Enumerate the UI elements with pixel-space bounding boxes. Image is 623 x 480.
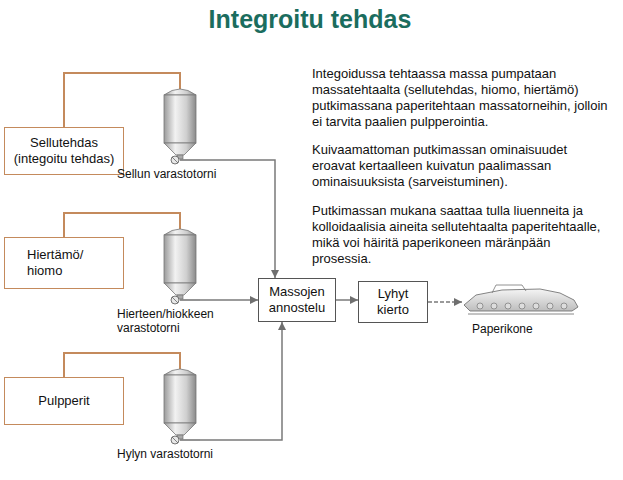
pulp-pipe xyxy=(64,73,180,127)
diagram-title: Integroitu tehdas xyxy=(120,5,500,34)
node-text: Lyhyt kierto xyxy=(363,286,423,317)
flow-arrow xyxy=(200,322,282,440)
node-label: Sellun varastotorni xyxy=(117,167,216,181)
node-label: Paperikone xyxy=(472,322,533,336)
paper-machine: Paperikone xyxy=(462,281,580,317)
node-text: Massojen annostelu xyxy=(263,284,331,315)
storage-tower: Sellun varastotorni xyxy=(160,85,200,165)
tower-illustration xyxy=(160,85,200,165)
node-text: Pulpperit xyxy=(38,393,89,409)
node-text: Sellutehdas (integoitu tehdas) xyxy=(9,135,119,166)
node-text: Hiertämö/ hiomo xyxy=(27,247,101,278)
note-paragraph: Putkimassan mukana saattaa tulla liuenne… xyxy=(312,203,612,266)
pulp-pipe xyxy=(64,353,180,377)
tower-illustration xyxy=(160,225,200,305)
source-box: Hiertämö/ hiomo xyxy=(4,237,124,289)
flow-arrow xyxy=(200,299,258,301)
note-paragraph: Kuivaamattoman putkimassan ominaisuudet … xyxy=(312,142,612,190)
tower-illustration xyxy=(160,365,200,445)
pulp-pipe xyxy=(64,213,180,237)
machine-illustration xyxy=(462,281,580,317)
source-box: Pulpperit xyxy=(4,377,124,425)
storage-tower: Hierteen/hiokkeen varastotorni xyxy=(160,225,200,305)
process-box: Massojen annostelu xyxy=(258,278,336,322)
storage-tower: Hylyn varastotorni xyxy=(160,365,200,445)
flow-arrow xyxy=(428,301,462,303)
note-paragraph: Integoidussa tehtaassa massa pumpataan m… xyxy=(312,66,612,129)
node-label: Hierteen/hiokkeen varastotorni xyxy=(117,307,239,336)
source-box: Sellutehdas (integoitu tehdas) xyxy=(4,127,124,175)
notes-block: Integoidussa tehtaassa massa pumpataan m… xyxy=(312,66,612,279)
flow-arrow xyxy=(336,299,358,301)
process-box: Lyhyt kierto xyxy=(358,281,428,323)
node-label: Hylyn varastotorni xyxy=(117,447,213,461)
